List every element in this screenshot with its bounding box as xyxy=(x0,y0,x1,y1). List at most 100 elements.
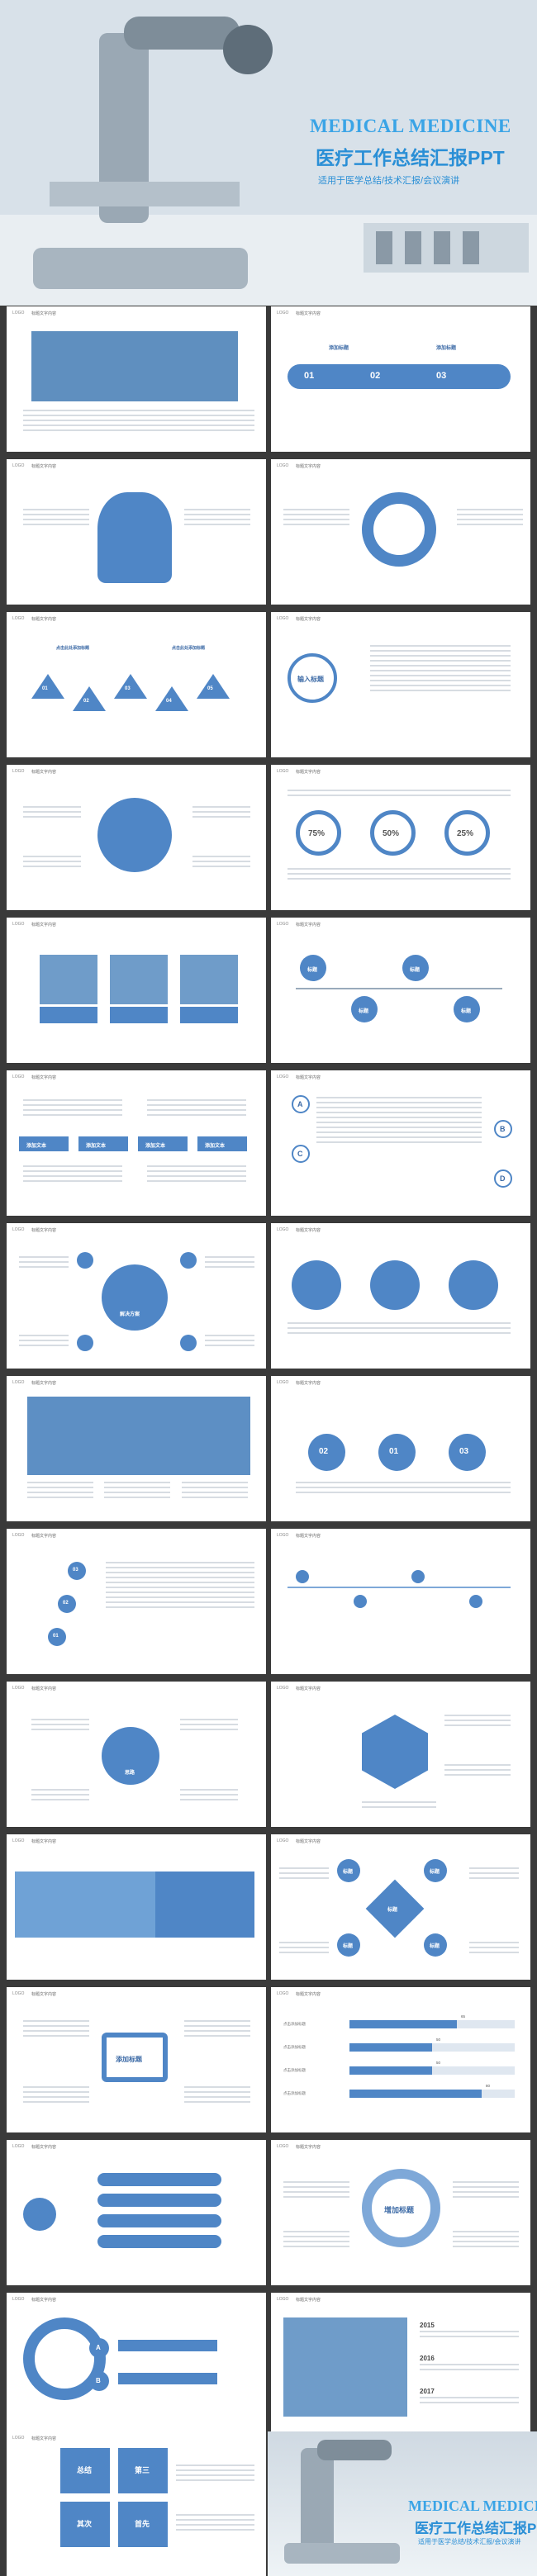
bar-value: 65 xyxy=(461,2014,466,2019)
text-placeholder-line xyxy=(279,1872,329,1874)
text-placeholder-line xyxy=(316,1112,482,1113)
slide-title: 标题文字内容 xyxy=(31,2298,57,2303)
text-placeholder-line xyxy=(283,2191,349,2193)
text-placeholder-line xyxy=(288,868,511,870)
text-placeholder-line xyxy=(31,1799,89,1800)
text-placeholder-line xyxy=(457,514,523,515)
text-placeholder-line xyxy=(23,806,81,808)
slide-title: 标题文字内容 xyxy=(296,617,321,622)
text-placeholder-line xyxy=(288,878,511,880)
text-placeholder-line xyxy=(23,1114,122,1116)
text-placeholder-line xyxy=(106,1577,254,1578)
satellite-label: 标题 xyxy=(430,1870,440,1875)
text-placeholder-line xyxy=(279,1942,329,1943)
text-placeholder-line xyxy=(420,2364,519,2365)
text-placeholder-line xyxy=(420,2369,519,2370)
slide-logo: LOGO xyxy=(277,2297,289,2302)
text-placeholder-line xyxy=(453,2231,519,2232)
text-placeholder-line xyxy=(184,509,250,510)
process-node xyxy=(411,1570,425,1583)
text-placeholder-line xyxy=(453,2181,519,2183)
text-placeholder-line xyxy=(106,1572,254,1573)
text-placeholder-line xyxy=(31,1724,89,1725)
text-placeholder-line xyxy=(184,2035,250,2037)
text-placeholder-line xyxy=(147,1114,246,1116)
flow-hub xyxy=(23,2198,56,2231)
percent-value: 25% xyxy=(457,829,474,838)
letter-marker xyxy=(494,1120,512,1138)
add-text-bar xyxy=(197,1136,247,1151)
add-text-bar xyxy=(19,1136,69,1151)
final-title-en: MEDICAL MEDICINE xyxy=(408,2498,537,2514)
text-placeholder-line xyxy=(27,1497,93,1498)
timeline-node xyxy=(402,955,429,981)
text-placeholder-line xyxy=(23,1180,122,1182)
text-placeholder-line xyxy=(283,2241,349,2242)
lab-photo xyxy=(31,331,238,401)
step-circle xyxy=(370,1260,420,1310)
text-placeholder-line xyxy=(453,2241,519,2242)
text-placeholder-line xyxy=(106,1587,254,1588)
flow-bar xyxy=(97,2194,221,2207)
text-placeholder-line xyxy=(453,2246,519,2247)
slide-title: 标题文字内容 xyxy=(296,770,321,775)
medal xyxy=(378,1434,416,1471)
text-placeholder-line xyxy=(192,856,250,857)
bar-fill xyxy=(349,2066,432,2075)
feature-dot xyxy=(180,1335,197,1351)
slide-logo: LOGO xyxy=(12,1227,25,1232)
text-placeholder-line xyxy=(288,1322,511,1324)
percent-ring xyxy=(370,810,416,856)
text-placeholder-line xyxy=(23,1104,122,1106)
text-placeholder-line xyxy=(444,1724,511,1726)
medal-number: 03 xyxy=(459,1447,469,1456)
text-placeholder-line xyxy=(283,2231,349,2232)
text-placeholder-line xyxy=(23,1170,122,1172)
ab-label: B xyxy=(96,2377,101,2384)
slide-title: 标题文字内容 xyxy=(31,464,57,469)
slide-title: 标题文字内容 xyxy=(296,311,321,316)
text-placeholder-line xyxy=(279,1952,329,1953)
process-node xyxy=(296,1570,309,1583)
ab-marker xyxy=(89,2371,109,2391)
letter-marker xyxy=(292,1095,310,1113)
text-placeholder-line xyxy=(205,1256,254,1258)
add-title-label: 添加标题 xyxy=(436,346,457,351)
ab-marker xyxy=(89,2338,109,2358)
banner-text-panel xyxy=(155,1872,254,1938)
medal xyxy=(308,1434,345,1471)
slide-logo: LOGO xyxy=(277,769,289,774)
slide-title: 标题文字内容 xyxy=(296,1228,321,1233)
slide-logo: LOGO xyxy=(12,2436,25,2441)
solution-circle xyxy=(102,1264,168,1331)
